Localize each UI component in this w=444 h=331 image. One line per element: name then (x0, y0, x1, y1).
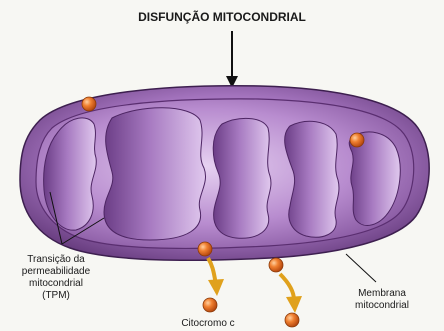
tpm-label: Transição da permeabilidade mitocondrial… (22, 254, 91, 301)
cytochrome-particle (285, 313, 299, 327)
release-arrow-icon (208, 258, 224, 296)
crista-2 (104, 108, 206, 240)
svg-text:permeabilidade: permeabilidade (22, 266, 91, 277)
cytochrome-particle (269, 258, 283, 272)
cytochrome-label: Citocromo c (181, 318, 234, 329)
membrane-label: Membrana mitocondrial (355, 288, 409, 311)
svg-text:Membrana: Membrana (358, 288, 406, 299)
membrane-pointer-line (346, 254, 376, 282)
svg-text:mitocondrial: mitocondrial (355, 300, 409, 311)
release-arrow-icon (280, 274, 302, 313)
cytochrome-particle (203, 298, 217, 312)
cytochrome-particle (198, 242, 212, 256)
title-arrow-icon (226, 31, 238, 88)
svg-text:Transição da: Transição da (27, 254, 85, 265)
svg-text:mitocondrial: mitocondrial (29, 278, 83, 289)
svg-text:(TPM): (TPM) (42, 290, 70, 301)
cytochrome-particle (82, 97, 96, 111)
crista-3 (213, 118, 271, 238)
diagram-title: DISFUNÇÃO MITOCONDRIAL (138, 9, 306, 24)
cytochrome-particle (350, 133, 364, 147)
